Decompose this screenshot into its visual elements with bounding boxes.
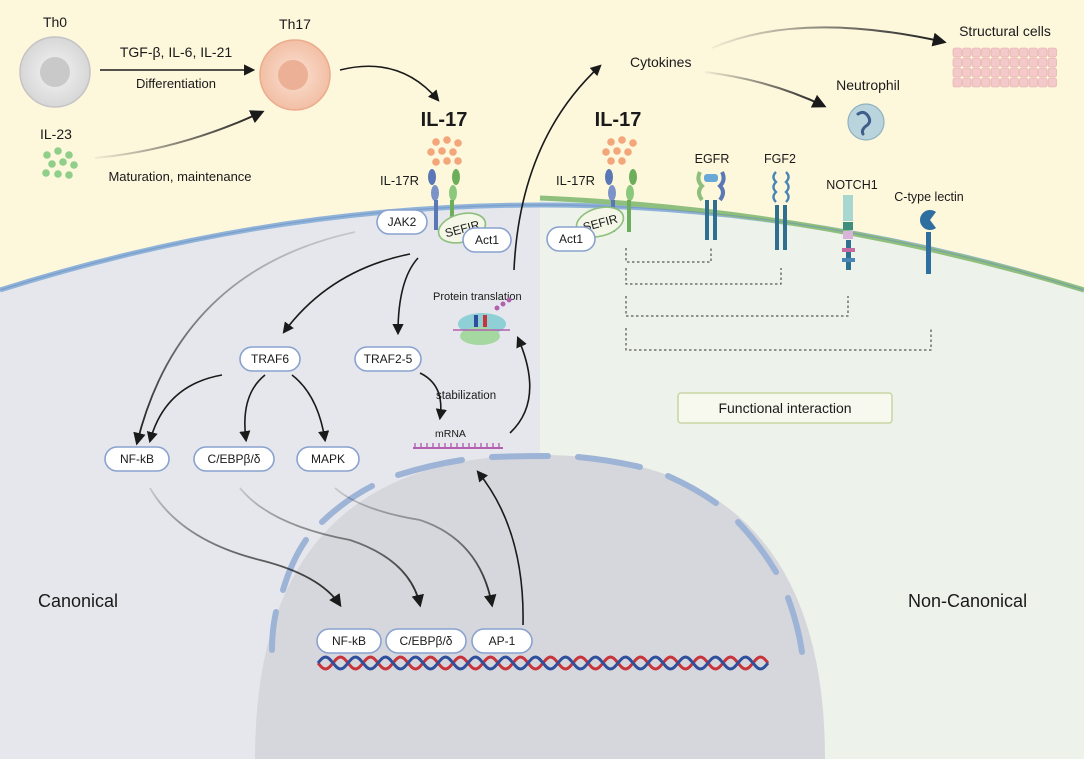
mapk-pill: MAPK	[296, 446, 360, 472]
mapk-to-nucleus-arrow	[334, 487, 497, 608]
th17-label: Th17	[279, 16, 311, 32]
mrna-strand	[413, 443, 503, 449]
notch1-label: NOTCH1	[826, 178, 877, 192]
ctype-lectin-bracket	[625, 328, 932, 351]
th17-to-il17-arrow	[339, 65, 440, 102]
svg-text:Functional interaction: Functional interaction	[718, 400, 851, 416]
svg-text:TRAF6: TRAF6	[251, 352, 289, 366]
nucleus-cebp-pill: C/EBPβ/δ	[385, 628, 467, 654]
dna-strand-blue	[316, 655, 770, 671]
il17-non-canonical-label: IL-17	[595, 109, 642, 131]
egfr-receptor	[696, 171, 726, 240]
il17-canonical-dots	[427, 136, 462, 166]
nucleus-nfkb-pill: NF-kB	[316, 628, 382, 654]
notch1-bracket	[625, 296, 849, 317]
egfr-label: EGFR	[695, 152, 730, 166]
jak2-pill: JAK2	[376, 209, 428, 235]
cytokines-to-structural-arrow	[711, 26, 947, 49]
structural-cells-icon	[952, 47, 1057, 88]
canonical-label: Canonical	[38, 591, 118, 611]
maturation-label: Maturation, maintenance	[108, 169, 251, 184]
th17-cell	[259, 39, 331, 111]
fgf2-label: FGF2	[764, 152, 796, 166]
svg-text:C/EBPβ/δ: C/EBPβ/δ	[400, 634, 453, 648]
notch1-receptor	[842, 195, 855, 270]
act1-non-canonical-pill: Act1	[546, 226, 596, 252]
nuclear-envelope	[269, 453, 805, 655]
cytokines-to-neutrophil-arrow	[704, 71, 827, 108]
il17-non-canonical-dots	[602, 136, 637, 165]
egfr-bracket	[625, 248, 712, 263]
cebp-to-nucleus-arrow	[239, 487, 424, 608]
traf2-5-pill: TRAF2-5	[354, 346, 422, 372]
il17-canonical-label: IL-17	[421, 109, 468, 131]
svg-text:Act1: Act1	[475, 233, 499, 247]
svg-text:NF-kB: NF-kB	[332, 634, 366, 648]
svg-text:TRAF2-5: TRAF2-5	[364, 352, 413, 366]
traf6-to-mapk-arrow	[291, 374, 330, 443]
cebp-pill: C/EBPβ/δ	[193, 446, 275, 472]
jak2-to-nfkb-arrow	[133, 231, 356, 446]
svg-text:MAPK: MAPK	[311, 452, 345, 466]
svg-text:C/EBPβ/δ: C/EBPβ/δ	[208, 452, 261, 466]
ctype-lectin-receptor	[920, 210, 936, 274]
ctype-lectin-label: C-type lectin	[894, 190, 964, 204]
act1-canonical-pill: Act1	[462, 227, 512, 253]
svg-text:Act1: Act1	[559, 232, 583, 246]
nucleus-to-mrna-arrow	[476, 470, 524, 626]
translation-to-cytokines-arrow	[513, 64, 602, 271]
mrna-label: mRNA	[435, 428, 466, 440]
stabilization-label: stabilization	[436, 390, 496, 402]
svg-text:NF-kB: NF-kB	[120, 452, 154, 466]
th0-cell	[19, 36, 91, 108]
traf2-5-to-mrna-arrow	[419, 372, 447, 421]
svg-text:AP-1: AP-1	[489, 634, 516, 648]
il23-label: IL-23	[40, 126, 72, 142]
il17r-canonical-receptor	[428, 169, 460, 230]
traf6-to-cebp-arrow	[239, 374, 266, 443]
mrna-to-translation-arrow	[509, 335, 531, 434]
neutrophil-icon	[847, 103, 885, 141]
nucleus-ap1-pill: AP-1	[471, 628, 533, 654]
neutrophil-label: Neutrophil	[836, 77, 900, 93]
nucleus	[255, 455, 825, 759]
il23-dots	[42, 147, 78, 179]
nfkb-pill: NF-kB	[104, 446, 170, 472]
traf6-pill: TRAF6	[239, 346, 301, 372]
act1-to-traf6-arrow	[282, 253, 411, 334]
th0-label: Th0	[43, 14, 67, 30]
ribosome-icon	[453, 297, 512, 345]
il17r-non-canonical-label: IL-17R	[556, 173, 595, 188]
protein-translation-label: Protein translation	[433, 291, 522, 303]
nfkb-to-nucleus-arrow	[149, 487, 342, 608]
structural-cells-label: Structural cells	[959, 23, 1051, 39]
differentiation-label: Differentiation	[136, 76, 216, 91]
non-canonical-label: Non-Canonical	[908, 591, 1027, 611]
traf6-to-nfkb-arrow	[146, 374, 223, 444]
fgf2-receptor	[772, 171, 790, 250]
cytokines-label: Cytokines	[630, 54, 691, 70]
functional-interaction-box: Functional interaction	[677, 392, 893, 424]
act1-to-traf2-5-arrow	[392, 257, 419, 336]
svg-text:JAK2: JAK2	[388, 215, 417, 229]
maturation-arrow	[94, 110, 265, 159]
il17r-canonical-label: IL-17R	[380, 173, 419, 188]
differentiation-signals: TGF-β, IL-6, IL-21	[120, 44, 233, 60]
